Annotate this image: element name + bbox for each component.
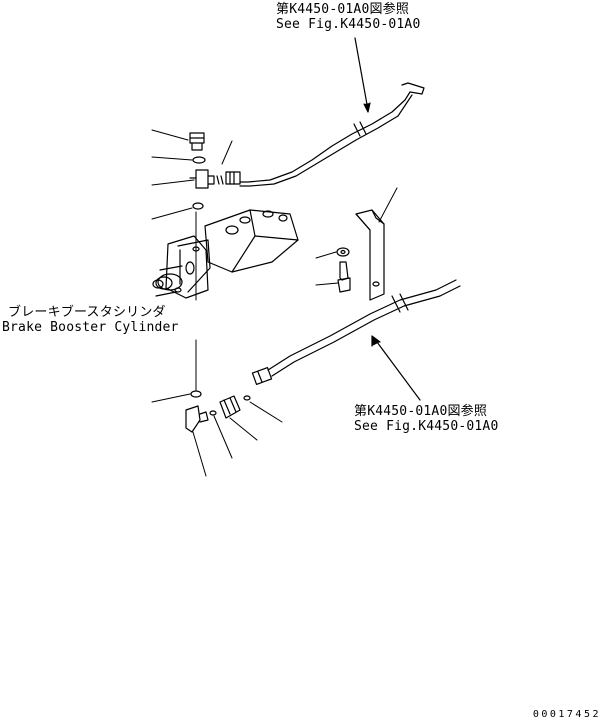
brake-booster-cylinder [152,209,299,299]
bracket [355,209,385,301]
brake-booster-japanese: ブレーキブースタシリンダ [8,305,166,320]
leader-top-reference [354,37,371,113]
drawing-number: 00017452 [532,709,601,720]
leader-lines-upper-left [151,129,233,220]
bottom-tube-reference-label: 第K4450-01A0図参照 See Fig.K4450-01A0 [354,404,498,434]
leader-lines-middle [315,251,339,286]
bolt-mid [337,261,351,293]
top-tube-reference-label: 第K4450-01A0図参照 See Fig.K4450-01A0 [276,2,420,32]
top-reference-japanese: 第K4450-01A0図参照 [276,2,410,17]
oring-3 [209,410,217,416]
brake-booster-label: ブレーキブースタシリンダ Brake Booster Cylinder [2,305,179,335]
lower-brake-tube [251,279,461,385]
bolt-top [189,132,205,151]
bottom-reference-english: See Fig.K4450-01A0 [354,419,499,434]
union-nut [219,395,241,419]
brake-booster-english: Brake Booster Cylinder [2,320,179,335]
bottom-reference-japanese: 第K4450-01A0図参照 [354,404,488,419]
washer-1 [192,156,206,164]
leader-lines-lower [151,393,283,477]
top-reference-english: See Fig.K4450-01A0 [276,17,421,32]
oring-4 [243,395,251,401]
oring-2 [190,390,202,398]
upper-brake-tube [225,82,425,187]
leader-bottom-reference [371,335,421,401]
elbow-fitting [185,405,209,433]
bracket-leader [378,187,398,223]
washer-2 [336,247,350,257]
washer-2-hole [340,249,346,255]
tee-fitting [189,169,224,189]
oring-1 [192,202,204,210]
